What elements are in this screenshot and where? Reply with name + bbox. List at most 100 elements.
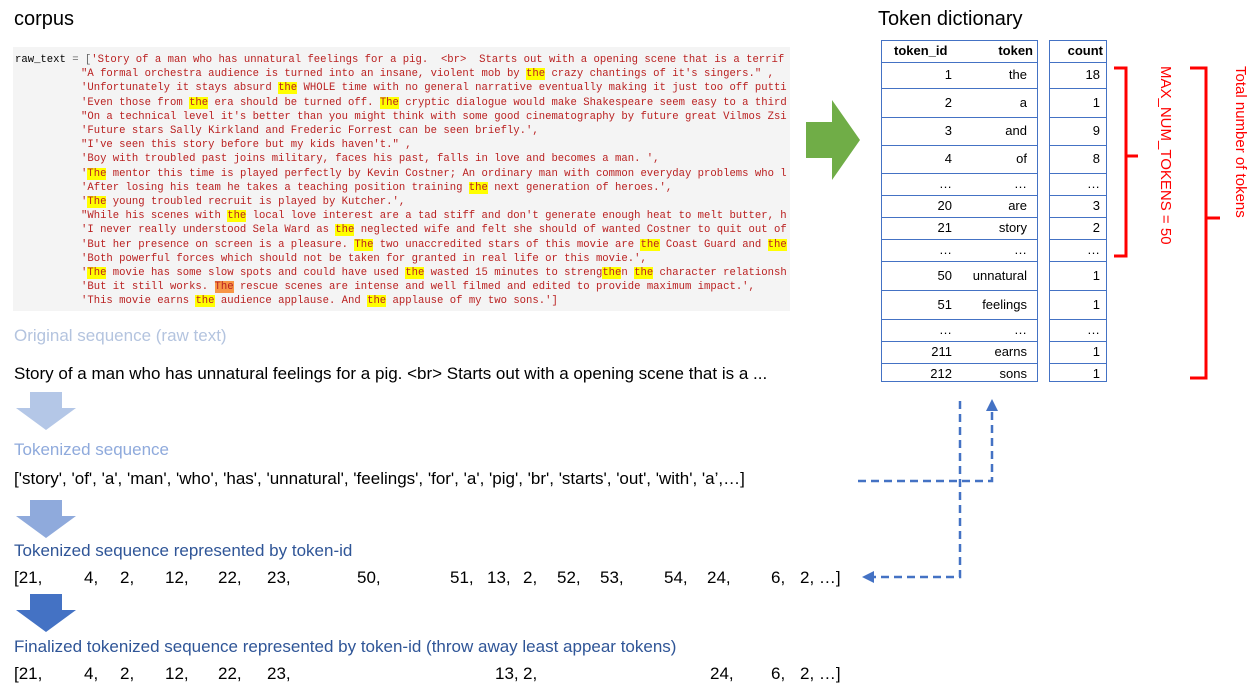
highlighted-token: the (405, 267, 425, 279)
token-cell: are (1008, 198, 1027, 213)
token-id-value: 50, (357, 568, 381, 587)
code-line: 'Even those from the era should be turne… (81, 96, 787, 110)
tokenid-sequence-label: Tokenized sequence represented by token-… (14, 541, 353, 560)
highlighted-token: the (634, 267, 654, 279)
code-text: crazy chantings of it's singers." , (545, 68, 774, 81)
table-divider (882, 145, 1037, 146)
code-text: movie has some slow spots and could have… (106, 267, 406, 279)
table-divider (1050, 173, 1106, 174)
token-id-value: 4, (84, 568, 99, 587)
final-sequence-label: Finalized tokenized sequence represented… (14, 637, 677, 656)
token-id-value: 2, …] (800, 664, 841, 683)
brace-annotations (1114, 66, 1220, 380)
highlighted-token: the (278, 82, 298, 95)
count-cell: 8 (1092, 151, 1100, 166)
table-divider (1050, 261, 1106, 262)
arrow-down-icon (16, 392, 76, 430)
count-cell: … (1087, 176, 1100, 191)
code-text: 'Even those from (81, 96, 190, 109)
count-cell: … (1087, 322, 1100, 337)
code-text: cryptic dialogue would make Shakespeare … (398, 96, 787, 109)
token-id-cell: 1 (944, 67, 952, 82)
final-sequence-values: [21,4,2,12,22,23,13,2,24,6,2, …] (0, 664, 900, 688)
count-cell: 1 (1092, 296, 1100, 312)
token-cell: of (1016, 151, 1027, 166)
code-line: 'Unfortunately it stays absurd the WHOLE… (81, 81, 787, 95)
code-line: 'This movie earns the audience applause.… (81, 294, 558, 308)
code-line: "A formal orchestra audience is turned i… (81, 67, 774, 81)
table-divider (882, 341, 1037, 342)
token-cell: sons (999, 366, 1027, 381)
token-id-value: 24, (707, 568, 731, 587)
corpus-title: corpus (14, 8, 75, 30)
code-line: "While his scenes with the local love in… (81, 209, 787, 223)
count-cell: 18 (1085, 67, 1100, 82)
code-text: ' (81, 196, 88, 208)
code-text: local love interest are a tad stiff and … (246, 210, 787, 223)
token-id-value: 24, (710, 664, 734, 683)
token-id-value: 6, (771, 664, 786, 683)
code-line: raw_text = ['Story of a man who has unna… (15, 53, 784, 67)
token-id-value: 2, (523, 568, 538, 587)
code-text: neglected wife and felt she should of wa… (354, 224, 787, 237)
code-line: "I've seen this story before but my kids… (81, 138, 412, 152)
code-line: 'Boy with troubled past joins military, … (81, 152, 660, 166)
code-line: 'The mentor this time is played perfectl… (81, 167, 787, 181)
code-text: WHOLE time with no general narrative eve… (297, 82, 787, 95)
table-divider (1050, 145, 1106, 146)
code-line: 'Future stars Sally Kirkland and Frederi… (81, 124, 539, 138)
tokenized-sequence-label: Tokenized sequence (14, 440, 170, 459)
token-cell: feelings (982, 296, 1027, 312)
code-text: 'Future stars Sally Kirkland and Frederi… (81, 125, 539, 137)
token-id-value: 22, (218, 664, 242, 683)
token-id-value: 54, (664, 568, 688, 587)
table-divider (882, 261, 1037, 262)
dashed-connector-arrows (858, 399, 998, 583)
code-line: 'The young troubled recruit is played by… (81, 195, 405, 209)
token-id-value: 13, (487, 568, 511, 587)
highlighted-token: the (367, 295, 387, 308)
token-id-cell: 50 (937, 267, 952, 283)
token-id-cell: 21 (937, 220, 952, 235)
highlighted-token: The (214, 281, 234, 294)
token-id-value: [21, (14, 568, 43, 587)
code-text: Coast Guard and (659, 238, 768, 251)
table-divider (882, 62, 1037, 63)
token-id-cell: 2 (944, 94, 952, 110)
arrow-down-icon (16, 500, 76, 538)
token-id-cell: … (939, 176, 952, 191)
count-cell: … (1087, 242, 1100, 257)
table-divider (882, 319, 1037, 320)
count-cell: 3 (1092, 198, 1100, 213)
table-divider (882, 88, 1037, 89)
token-id-cell: 212 (930, 366, 952, 381)
code-line: 'After losing his team he takes a teachi… (81, 181, 672, 195)
token-dictionary-title: Token dictionary (878, 8, 1023, 30)
highlighted-token: the (526, 68, 546, 81)
token-id-value: 52, (557, 568, 581, 587)
token-cell: … (1014, 176, 1027, 191)
code-text: "I've seen this story before but my kids… (81, 139, 412, 152)
token-id-cell: 211 (931, 344, 952, 359)
code-text: wasted 15 minutes to streng (424, 267, 603, 279)
highlighted-token: The (379, 96, 399, 109)
token-id-value: [21, (14, 664, 43, 683)
token-cell: unnatural (972, 267, 1027, 283)
header-token: token (998, 43, 1033, 58)
token-cell: … (1014, 242, 1027, 257)
code-text: ' (81, 267, 88, 279)
table-divider (882, 173, 1037, 174)
original-sequence-label: Original sequence (raw text) (14, 326, 227, 345)
code-text: "A formal orchestra audience is turned i… (81, 68, 527, 81)
token-id-value: 2, (523, 664, 538, 683)
code-text: ' (81, 167, 88, 180)
token-cell: the (1008, 67, 1027, 82)
token-id-value: 2, (120, 664, 135, 683)
code-text: character relationsh (653, 267, 787, 279)
code-text: next generation of heroes.', (487, 181, 673, 194)
count-cell: 1 (1092, 344, 1100, 359)
code-text: n (621, 267, 635, 279)
code-text: 'This movie earns (81, 295, 196, 308)
highlighted-token: the (335, 224, 355, 237)
